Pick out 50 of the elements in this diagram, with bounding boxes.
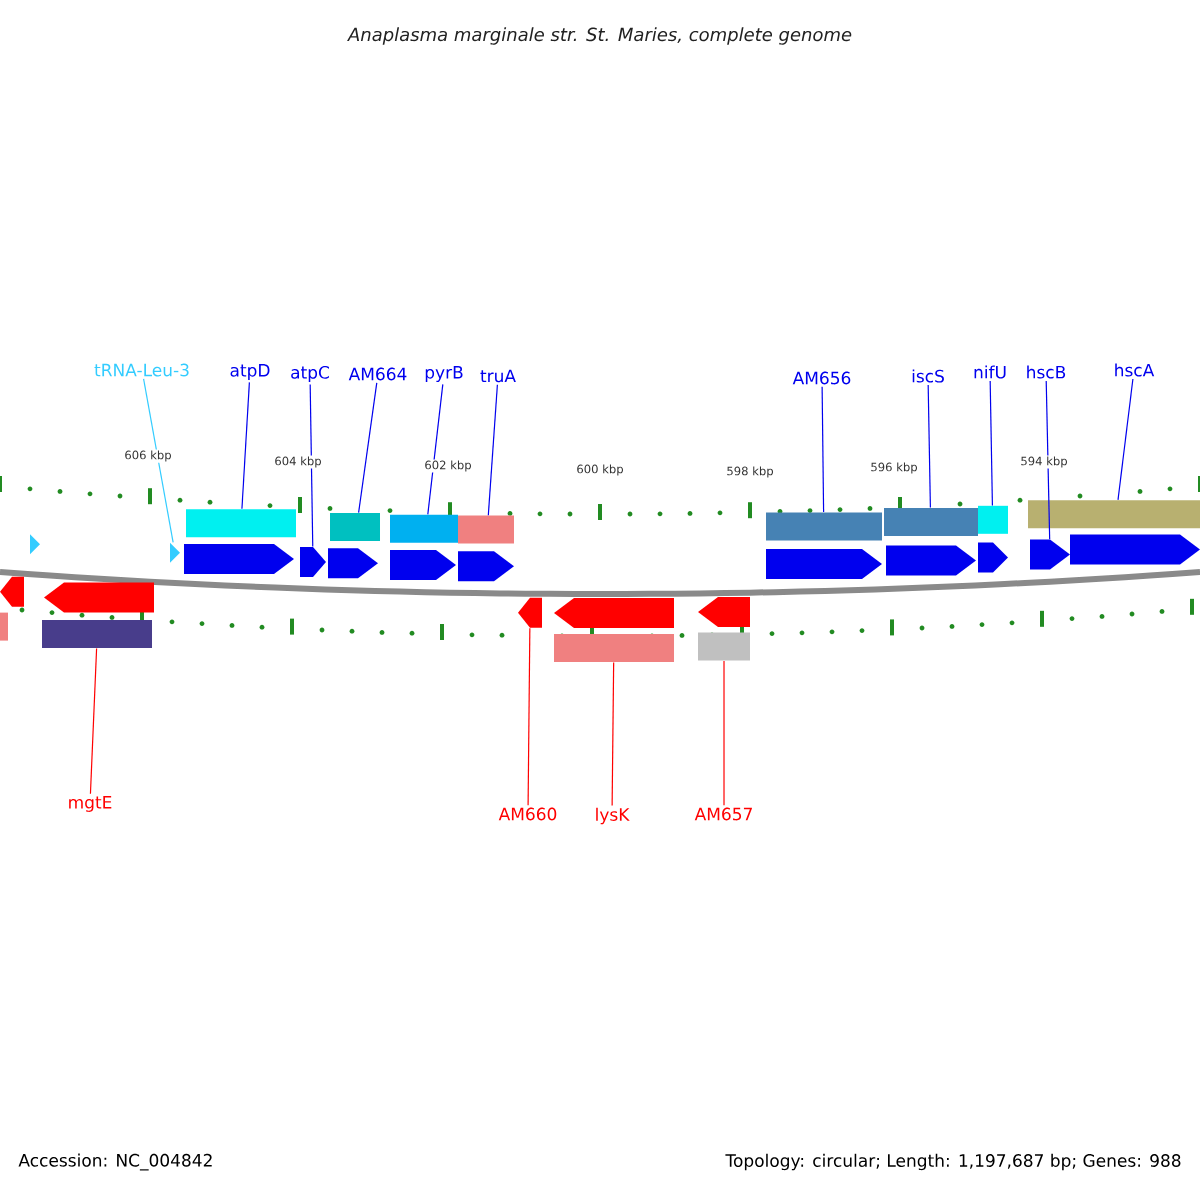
gene-label: AM656: [792, 371, 851, 385]
gene-feature: [698, 597, 750, 661]
gene-feature: [300, 547, 326, 577]
leader-line: [487, 384, 498, 516]
leader-line: [989, 380, 993, 506]
gene-feature: [766, 512, 882, 579]
gene-feature: [978, 505, 1008, 573]
gene-feature: [390, 514, 458, 580]
gene-label: hscA: [1115, 363, 1155, 377]
title: Anaplasma marginale str. St. Maries, complete genome: [347, 27, 852, 45]
leader-line: [309, 383, 314, 548]
gene-label: nifU: [974, 365, 1006, 379]
accession-text: Accession: NC_004842: [18, 1153, 212, 1171]
gene-feature: [328, 513, 380, 579]
leader-line: [527, 627, 531, 806]
leader-line: [1045, 380, 1051, 540]
leader-line: [927, 384, 931, 509]
gene-feature: [0, 576, 24, 641]
gene-label: atpC: [291, 365, 329, 383]
leader-line: [611, 661, 615, 806]
gene-label: AM660: [498, 807, 557, 821]
gene-feature: [554, 598, 674, 662]
gene-feature: [1030, 539, 1070, 570]
leader-line: [723, 660, 725, 806]
leader-line: [821, 386, 825, 513]
gene-label: truA: [480, 369, 516, 383]
gene-label: atpD: [230, 364, 270, 380]
gene-feature: [1028, 500, 1200, 565]
gene-feature: [42, 582, 154, 648]
gene-label: hscB: [1027, 365, 1066, 379]
gene-feature: [184, 509, 296, 574]
leader-line: [1117, 378, 1134, 501]
gene-feature: [30, 534, 40, 555]
leader-line: [89, 647, 98, 795]
gene-label: AM657: [694, 807, 752, 821]
leader-line: [241, 381, 250, 510]
gene-feature: [170, 542, 180, 563]
gene-label: lysK: [596, 807, 630, 825]
genome-info-text: Topology: circular; Length: 1,197,687 bp; Genes: 988: [725, 1153, 1181, 1171]
gene-label: AM664: [348, 367, 407, 381]
gene-label: iscS: [912, 369, 944, 383]
gene-feature: [884, 508, 978, 576]
gene-label: mgtE: [69, 796, 112, 812]
gene-label: pyrB: [425, 366, 463, 382]
leader-line: [427, 383, 444, 515]
leader-line: [143, 378, 174, 543]
gene-feature: [458, 515, 514, 582]
leader-line: [358, 382, 378, 514]
gene-feature: [518, 597, 542, 628]
gene-label: tRNA-Leu-3: [94, 363, 189, 377]
